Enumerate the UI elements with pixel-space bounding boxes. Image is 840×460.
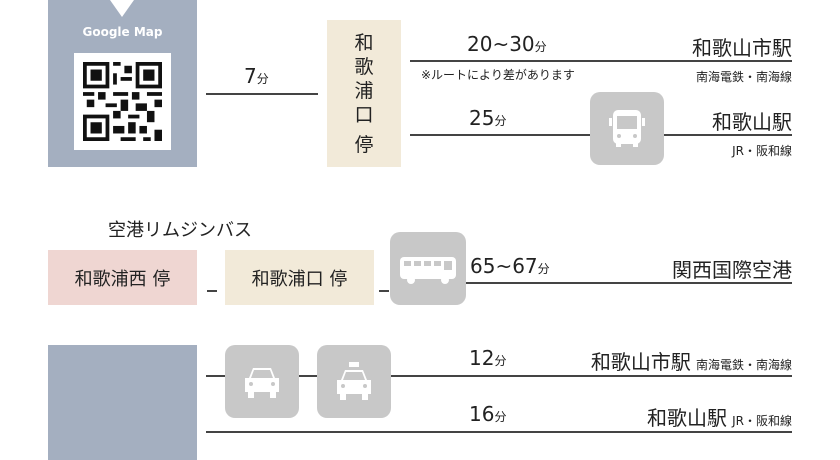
- stop-label: 和歌浦口 停: [251, 268, 348, 290]
- route-line: [410, 60, 792, 62]
- route-destination: 和歌山駅: [712, 110, 792, 134]
- car-icon: [245, 367, 279, 398]
- unit: 分: [494, 354, 507, 368]
- route-rail-line: 南海電鉄・南海線: [695, 70, 792, 84]
- qr-code[interactable]: [74, 53, 171, 150]
- stop-wakaura-guchi: 和歌浦口 停: [225, 250, 374, 305]
- stop-char: 口: [354, 103, 374, 126]
- car-line: [206, 431, 792, 433]
- route-note: ※ルートにより差があります: [421, 68, 575, 82]
- bus-stop-wakauraguchi: 和 歌 浦 口 停: [327, 20, 401, 167]
- map-panel: Google Map: [48, 0, 197, 167]
- car-time: 16分: [469, 402, 506, 426]
- unit: 分: [256, 72, 269, 86]
- car-time-value: 16: [469, 402, 495, 426]
- car-time: 12分: [469, 346, 506, 370]
- taxi-icon-box: [317, 345, 391, 418]
- stop-label: 和歌浦西 停: [74, 268, 171, 290]
- route-time: 20~30分: [467, 32, 547, 56]
- bus-icon: [609, 109, 645, 147]
- car-panel: [48, 345, 197, 460]
- route-time-value: 20~30: [467, 32, 535, 56]
- destination-name: 和歌山駅: [647, 406, 728, 430]
- limousine-title: 空港リムジンバス: [108, 220, 252, 241]
- connector: [207, 290, 217, 292]
- car-destination: 和歌山市駅 南海電鉄・南海線: [591, 346, 792, 375]
- car-time-value: 12: [469, 346, 495, 370]
- stop-char: 浦: [354, 79, 374, 102]
- limousine-bus-icon: [400, 256, 456, 284]
- google-map-label: Google Map: [82, 25, 163, 39]
- unit: 分: [534, 40, 547, 54]
- route-rail-line: JR・阪和線: [732, 144, 792, 158]
- unit: 分: [494, 114, 507, 128]
- stop-char: 停: [354, 133, 374, 156]
- bus-icon-box: [590, 92, 664, 165]
- walk-time: 7分: [244, 64, 269, 88]
- walk-line: [206, 93, 318, 95]
- car-icon-box: [225, 345, 299, 418]
- map-pin-icon: [110, 0, 134, 17]
- stop-char: 和: [354, 31, 374, 54]
- destination-name: 和歌山市駅: [590, 350, 691, 374]
- unit: 分: [494, 410, 507, 424]
- car-line: [206, 375, 792, 377]
- rail-line: JR・阪和線: [732, 414, 792, 428]
- limousine-time: 65~67分: [470, 254, 550, 278]
- unit: 分: [537, 262, 550, 276]
- route-time: 25分: [469, 106, 506, 130]
- stop-wakaura-nishi: 和歌浦西 停: [48, 250, 197, 305]
- connector: [379, 290, 389, 292]
- rail-line: 南海電鉄・南海線: [695, 358, 792, 372]
- taxi-icon: [337, 361, 371, 400]
- car-destination: 和歌山駅 JR・阪和線: [647, 402, 792, 431]
- limousine-line: [466, 282, 792, 284]
- walk-time-value: 7: [244, 64, 257, 88]
- limousine-time-value: 65~67: [470, 254, 538, 278]
- route-destination: 和歌山市駅: [692, 36, 792, 60]
- stop-char: 歌: [354, 55, 374, 78]
- limousine-bus-icon-box: [390, 232, 466, 305]
- route-time-value: 25: [469, 106, 495, 130]
- limousine-destination: 関西国際空港: [672, 258, 792, 282]
